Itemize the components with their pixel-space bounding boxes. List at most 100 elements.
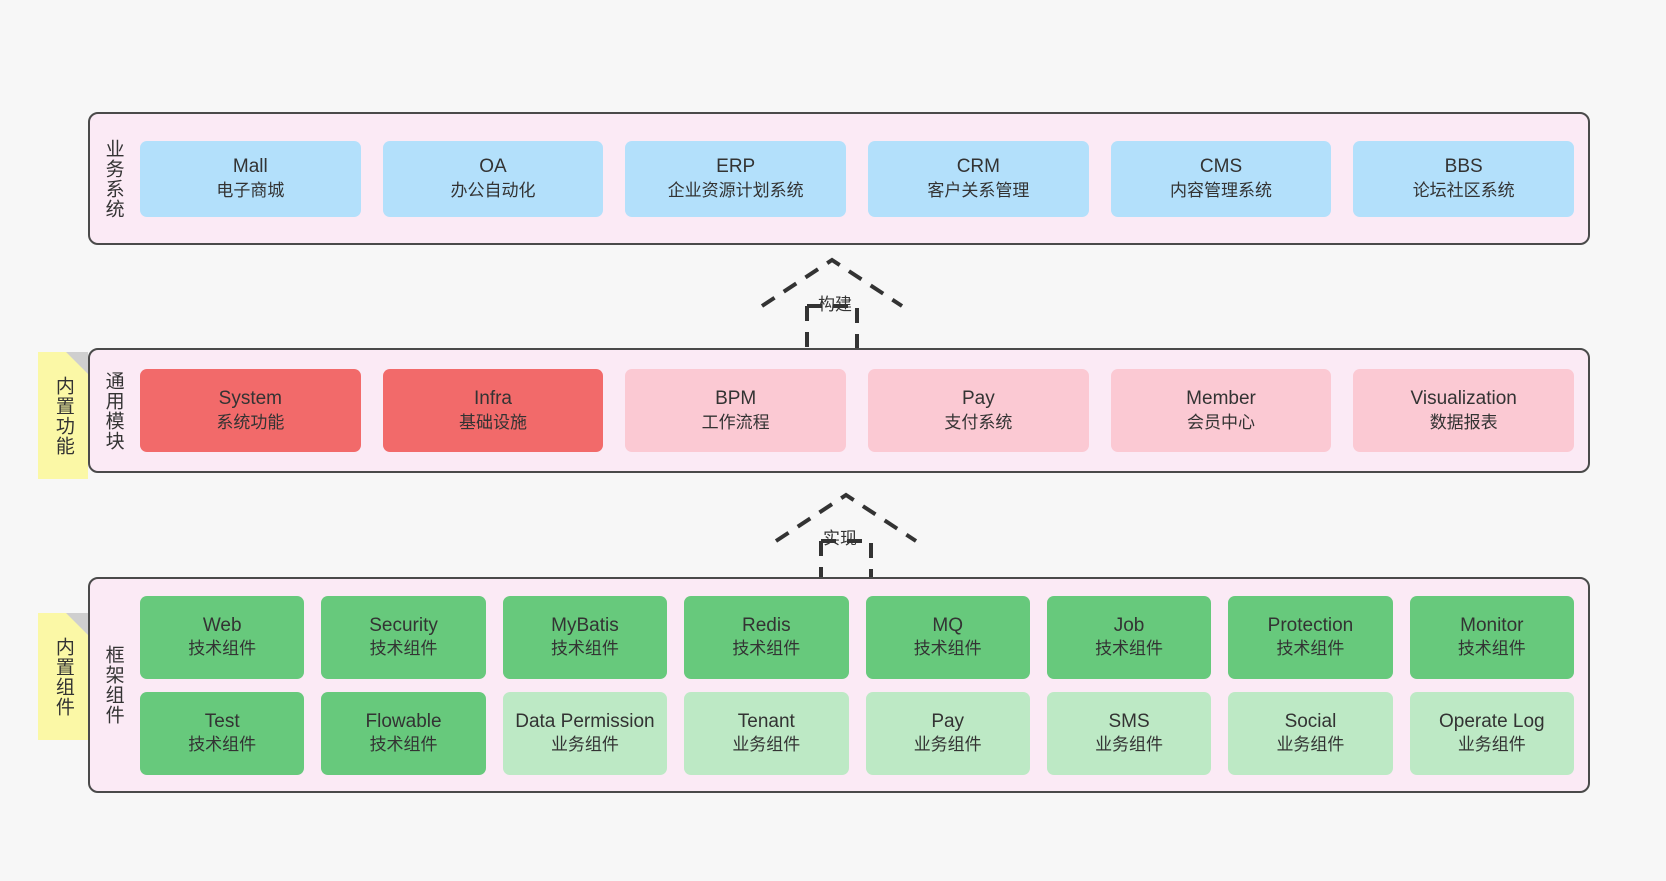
card-title-cn: 客户关系管理 [927, 180, 1030, 200]
card-monitor[interactable]: Monitor 技术组件 [1409, 595, 1574, 679]
card-title-en: BPM [715, 388, 757, 410]
card-title-cn: 业务组件 [1276, 735, 1345, 755]
card-title-en: MQ [932, 614, 963, 636]
card-test[interactable]: Test 技术组件 [140, 691, 305, 775]
card-row: Mall 电子商城 OA 办公自动化 ERP 企业资源计划系统 CRM 客户关系… [140, 140, 1575, 217]
card-mq[interactable]: MQ 技术组件 [865, 595, 1030, 679]
card-title-cn: 会员中心 [1187, 412, 1256, 432]
card-title-cn: 办公自动化 [450, 180, 536, 200]
card-infra[interactable]: Infra 基础设施 [382, 369, 604, 452]
card-social[interactable]: Social 业务组件 [1228, 691, 1393, 775]
card-bpm[interactable]: BPM 工作流程 [625, 369, 847, 452]
card-erp[interactable]: ERP 企业资源计划系统 [625, 140, 847, 217]
card-visualization[interactable]: Visualization 数据报表 [1353, 369, 1575, 452]
card-member[interactable]: Member 会员中心 [1110, 369, 1332, 452]
card-title-en: ERP [716, 156, 756, 178]
card-tenant[interactable]: Tenant 业务组件 [684, 691, 849, 775]
card-title-cn: 技术组件 [913, 639, 982, 659]
dashed-open-arrow-icon [760, 257, 904, 354]
card-title-cn: 技术组件 [369, 735, 438, 755]
card-title-cn: 技术组件 [188, 735, 257, 755]
note-builtin-component: 内置组件 [38, 613, 88, 740]
card-title-en: Pay [931, 710, 965, 732]
card-sms[interactable]: SMS 业务组件 [1046, 691, 1212, 775]
card-title-en: Member [1186, 388, 1256, 410]
card-title-cn: 技术组件 [1457, 639, 1526, 659]
card-web[interactable]: Web 技术组件 [140, 595, 305, 679]
layer-title-business: 业务系统 [102, 138, 124, 219]
note-fold-corner-icon [66, 613, 88, 635]
card-operate-log[interactable]: Operate Log 业务组件 [1409, 691, 1574, 775]
layer-framework-components: 框架组件 Web 技术组件 Security 技术组件 MyBatis 技术组件… [88, 577, 1590, 793]
card-title-en: Pay [961, 388, 995, 410]
card-title-cn: 业务组件 [550, 735, 619, 755]
layer-common-modules: 通用模块 System 系统功能 Infra 基础设施 BPM 工作流程 Pay… [88, 348, 1590, 473]
card-job[interactable]: Job 技术组件 [1046, 595, 1212, 679]
card-title-en: SMS [1108, 710, 1150, 732]
card-row: System 系统功能 Infra 基础设施 BPM 工作流程 Pay 支付系统… [140, 369, 1575, 452]
card-title-en: Protection [1267, 614, 1354, 636]
card-crm[interactable]: CRM 客户关系管理 [868, 140, 1089, 217]
card-title-en: Operate Log [1438, 710, 1545, 732]
card-title-en: Visualization [1410, 388, 1517, 410]
note-label: 内置功能 [52, 375, 74, 456]
card-mall[interactable]: Mall 电子商城 [140, 140, 361, 217]
card-title-en: Data Permission [515, 710, 655, 732]
card-title-en: Monitor [1460, 614, 1524, 636]
card-bbs[interactable]: BBS 论坛社区系统 [1353, 140, 1575, 217]
card-title-cn: 工作流程 [701, 412, 770, 432]
card-title-cn: 业务组件 [1095, 735, 1164, 755]
arrow-label-build: 构建 [818, 295, 852, 314]
card-title-en: CRM [956, 156, 1000, 178]
card-title-cn: 技术组件 [369, 639, 438, 659]
card-title-en: Infra [473, 388, 513, 410]
card-title-cn: 内容管理系统 [1170, 180, 1273, 200]
card-title-cn: 技术组件 [732, 639, 801, 659]
card-row: Test 技术组件 Flowable 技术组件 Data Permission … [140, 691, 1574, 775]
note-label: 内置组件 [52, 636, 74, 717]
card-title-cn: 电子商城 [216, 180, 285, 200]
card-title-en: MyBatis [551, 614, 619, 636]
card-row: Web 技术组件 Security 技术组件 MyBatis 技术组件 Redi… [140, 595, 1574, 679]
card-title-cn: 数据报表 [1429, 412, 1498, 432]
layer-title-framework: 框架组件 [102, 645, 124, 725]
card-data-permission[interactable]: Data Permission 业务组件 [502, 691, 668, 775]
card-title-cn: 技术组件 [1276, 639, 1345, 659]
card-title-en: System [218, 388, 283, 410]
card-system[interactable]: System 系统功能 [140, 369, 361, 452]
layer-body-modules: System 系统功能 Infra 基础设施 BPM 工作流程 Pay 支付系统… [136, 350, 1588, 471]
card-title-cn: 业务组件 [913, 735, 982, 755]
card-protection[interactable]: Protection 技术组件 [1228, 595, 1393, 679]
layer-body-framework: Web 技术组件 Security 技术组件 MyBatis 技术组件 Redi… [136, 579, 1588, 791]
note-builtin-function: 内置功能 [38, 352, 88, 479]
layer-body-business: Mall 电子商城 OA 办公自动化 ERP 企业资源计划系统 CRM 客户关系… [136, 114, 1588, 243]
card-title-cn: 支付系统 [944, 412, 1013, 432]
card-title-en: Mall [232, 156, 268, 178]
card-security[interactable]: Security 技术组件 [321, 595, 486, 679]
card-title-cn: 技术组件 [1095, 639, 1164, 659]
card-pay-business[interactable]: Pay 业务组件 [865, 691, 1030, 775]
card-redis[interactable]: Redis 技术组件 [684, 595, 849, 679]
card-oa[interactable]: OA 办公自动化 [382, 140, 604, 217]
card-title-en: Web [202, 614, 242, 636]
card-title-en: Social [1284, 710, 1337, 732]
note-fold-corner-icon [66, 352, 88, 374]
card-title-en: Security [369, 614, 438, 636]
card-cms[interactable]: CMS 内容管理系统 [1110, 140, 1332, 217]
card-mybatis[interactable]: MyBatis 技术组件 [502, 595, 668, 679]
arrow-label-implement: 实现 [823, 529, 857, 548]
card-title-en: Job [1113, 614, 1145, 636]
card-title-cn: 技术组件 [550, 639, 619, 659]
card-title-en: BBS [1444, 156, 1483, 178]
card-title-en: Tenant [737, 710, 795, 732]
card-flowable[interactable]: Flowable 技术组件 [321, 691, 486, 775]
card-title-cn: 基础设施 [459, 412, 527, 432]
card-title-en: OA [479, 156, 507, 178]
card-title-en: Test [204, 710, 240, 732]
card-title-cn: 系统功能 [216, 412, 285, 432]
card-title-cn: 企业资源计划系统 [667, 180, 804, 200]
layer-business-systems: 业务系统 Mall 电子商城 OA 办公自动化 ERP 企业资源计划系统 CRM… [88, 112, 1590, 245]
card-title-cn: 业务组件 [1457, 735, 1526, 755]
card-title-cn: 业务组件 [732, 735, 801, 755]
card-pay[interactable]: Pay 支付系统 [868, 369, 1089, 452]
